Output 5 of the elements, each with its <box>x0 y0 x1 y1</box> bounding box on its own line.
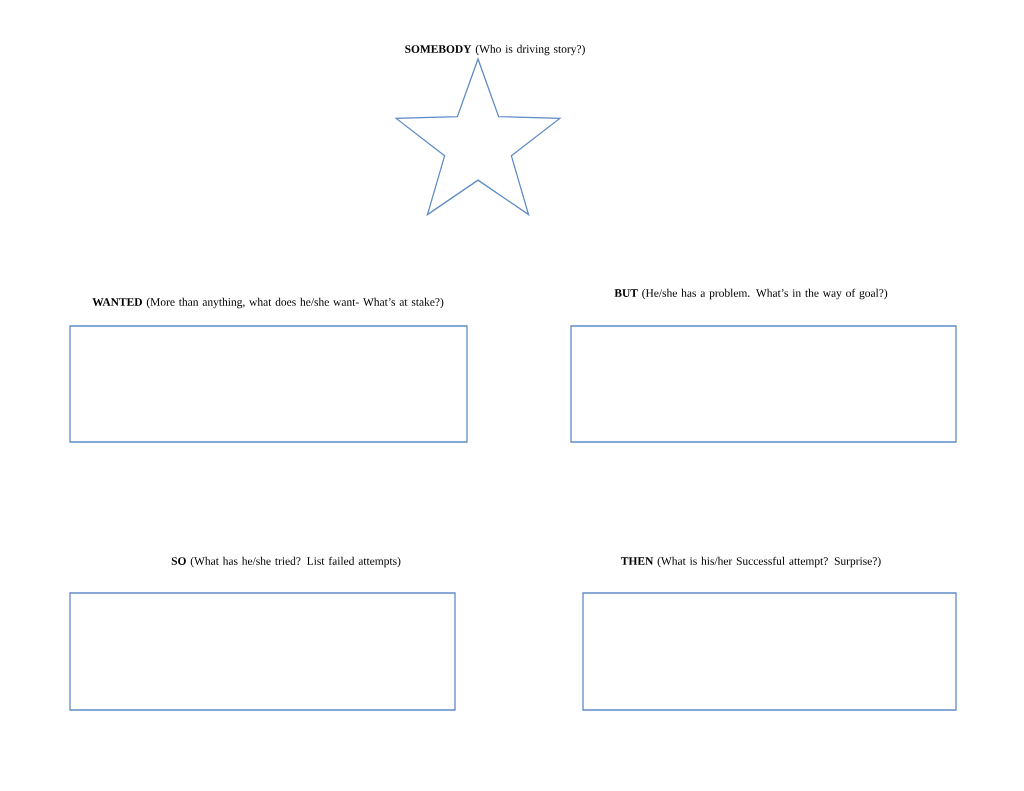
heading-text: BUT (He/she has a problem. What’s in the way of goal?) <box>614 288 888 300</box>
heading-text: WANTED (More than anything, what does he/she want- What’s at stake?) <box>92 297 444 309</box>
heading-text: SOMEBODY (Who is driving story?) <box>405 44 585 56</box>
heading-text: THEN (What is his/her Successful attempt? Surprise?) <box>621 556 881 568</box>
heading-text: SO (What has he/she tried? List failed attempts) <box>171 556 401 568</box>
